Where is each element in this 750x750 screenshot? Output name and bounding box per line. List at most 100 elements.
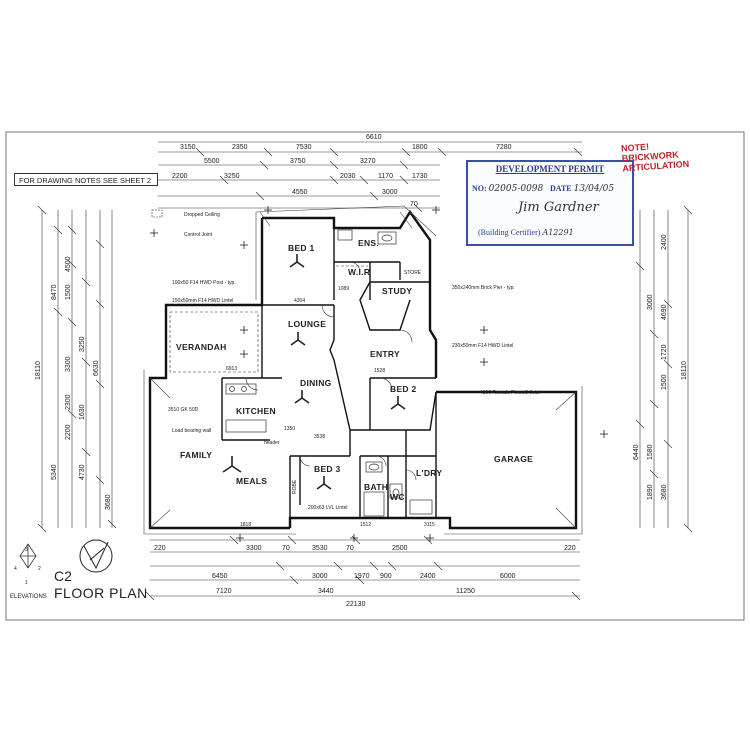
bottom-dim-14: 7120	[216, 588, 232, 595]
top-dim-13: 1730	[412, 173, 428, 180]
note-lintel: 150x50mm F14 HWD Lintel	[172, 298, 233, 304]
inner-dim-6: 1512	[360, 522, 371, 528]
left-dim-4: 3300	[65, 356, 72, 372]
stamp-certifier: (Building Certifier) A12291	[478, 228, 574, 237]
elevation-marker	[19, 543, 37, 569]
top-dim-4: 1800	[412, 144, 428, 151]
left-dim-1: 8470	[51, 284, 58, 300]
room-kitchen: KITCHEN	[236, 406, 276, 416]
stamp-date: DATE 13/04/05	[550, 184, 614, 194]
bottom-dim-16: 11250	[456, 588, 475, 595]
stamp-certifier-id: A12291	[542, 228, 574, 237]
right-overall-dim: 18110	[681, 361, 688, 380]
top-dim-10: 3250	[224, 173, 240, 180]
sheet-border	[5, 131, 745, 621]
room-bed2: BED 2	[390, 384, 417, 394]
room-study: STUDY	[382, 286, 412, 296]
right-dimension-lines	[639, 210, 689, 528]
stamp-title: DEVELOPMENT PERMIT	[495, 164, 605, 174]
bottom-dim-2: 3300	[246, 545, 262, 552]
left-overall-dim: 18110	[35, 361, 42, 380]
elev-4: 4	[14, 566, 17, 572]
bottom-dimension-lines	[150, 539, 580, 597]
top-dim-5: 7280	[496, 144, 512, 151]
room-entry: ENTRY	[370, 349, 400, 359]
inner-dim-8: 1089	[338, 286, 349, 292]
note-header: header	[264, 440, 280, 446]
note-load-bearing: Load bearing wall	[172, 428, 211, 434]
right-dim-2: 3000	[647, 294, 654, 310]
right-dim-4: 1720	[661, 344, 668, 360]
top-overall-dim: 6610	[366, 134, 382, 141]
right-dim-1: 2400	[661, 234, 668, 250]
bottom-dim-11: 900	[380, 573, 392, 580]
room-ens: ENS.	[358, 238, 379, 248]
left-dim-12: 3680	[105, 494, 112, 510]
top-dimension-ticks	[195, 147, 583, 213]
bottom-dim-7: 220	[564, 545, 576, 552]
bottom-dimension-ticks	[145, 535, 581, 601]
room-bed1: BED 1	[288, 243, 315, 253]
room-family: FAMILY	[180, 450, 212, 460]
note-lintel-2: 230x50mm F14 HWD Lintel	[452, 343, 513, 349]
room-ldry: L'DRY	[416, 468, 442, 478]
right-dim-9: 1580	[647, 444, 654, 460]
room-garage: GARAGE	[494, 454, 533, 464]
brickwork-articulation-stamp: NOTE! BRICKWORK ARTICULATION	[621, 137, 724, 184]
room-bed3: BED 3	[314, 464, 341, 474]
room-store: STORE	[404, 270, 422, 276]
stamp-date-label: DATE	[550, 184, 572, 193]
right-dim-6: 6440	[633, 444, 640, 460]
elev-3: 3	[25, 547, 28, 553]
left-dim-9: 2200	[65, 424, 72, 440]
note-brick-pier: 350x240mm Brick Pier - typ.	[452, 285, 515, 291]
stamp-number: NO: 02005-0098	[472, 184, 543, 194]
stamp-number-value: 02005-0098	[488, 184, 544, 194]
legend-control-joint: Control Joint	[184, 232, 213, 238]
top-dim-14: 4550	[292, 189, 308, 196]
right-dimension-ticks	[635, 205, 693, 533]
top-dim-12: 1170	[378, 173, 393, 180]
drawing-code: C2	[54, 568, 72, 584]
bottom-dim-8: 6450	[212, 573, 228, 580]
inner-dim-3: 1350	[284, 426, 295, 432]
left-dim-6: 6630	[93, 360, 100, 376]
note-lvl-lintel: 200x63 LVL Lintel	[308, 505, 347, 511]
legend-dropped-ceiling: Dropped Ceiling	[184, 212, 220, 218]
bottom-dim-13: 6000	[500, 573, 516, 580]
top-dim-11: 2030	[340, 173, 356, 180]
elevations-label: ELEVATIONS	[10, 594, 47, 600]
left-dim-7: 2300	[65, 394, 72, 410]
bottom-dim-15: 3440	[318, 588, 334, 595]
inner-dim-2: 6913	[226, 366, 237, 372]
stamp-signature: Jim Gardner	[518, 200, 599, 215]
elev-2: 2	[38, 566, 41, 572]
drawing-notes-reference: FOR DRAWING NOTES SEE SHEET 2	[14, 173, 158, 186]
fixtures	[225, 229, 433, 517]
bottom-dim-5: 70	[346, 545, 354, 552]
top-dim-2: 2350	[232, 144, 248, 151]
right-dim-5: 1500	[661, 374, 668, 390]
left-dimension-ticks	[37, 205, 117, 533]
bottom-dim-1: 220	[154, 545, 166, 552]
bottom-dim-3: 70	[282, 545, 290, 552]
top-dim-16: 70	[410, 201, 418, 208]
bottom-dim-9: 3000	[312, 573, 328, 580]
stamp-number-label: NO:	[472, 184, 487, 193]
room-robe: ROBE	[292, 479, 298, 494]
note-joist: 4800 Romalo Pinewill Joist	[480, 390, 540, 396]
light-fittings	[222, 254, 406, 490]
room-verandah: VERANDAH	[176, 342, 227, 352]
development-permit-stamp: DEVELOPMENT PERMIT NO: 02005-0098 DATE 1…	[466, 160, 634, 246]
bottom-dim-12: 2400	[420, 573, 436, 580]
right-dim-3: 4690	[661, 304, 668, 320]
top-dim-15: 3000	[382, 189, 398, 196]
room-meals: MEALS	[236, 476, 267, 486]
inner-dim-9: 1528	[374, 368, 385, 374]
north-arrow-icon	[79, 539, 113, 573]
dropped-ceiling-lines	[169, 265, 368, 373]
inner-dim-1: 4304	[294, 298, 305, 304]
room-dining: DINING	[300, 378, 332, 388]
right-dim-8: 3680	[661, 484, 668, 500]
